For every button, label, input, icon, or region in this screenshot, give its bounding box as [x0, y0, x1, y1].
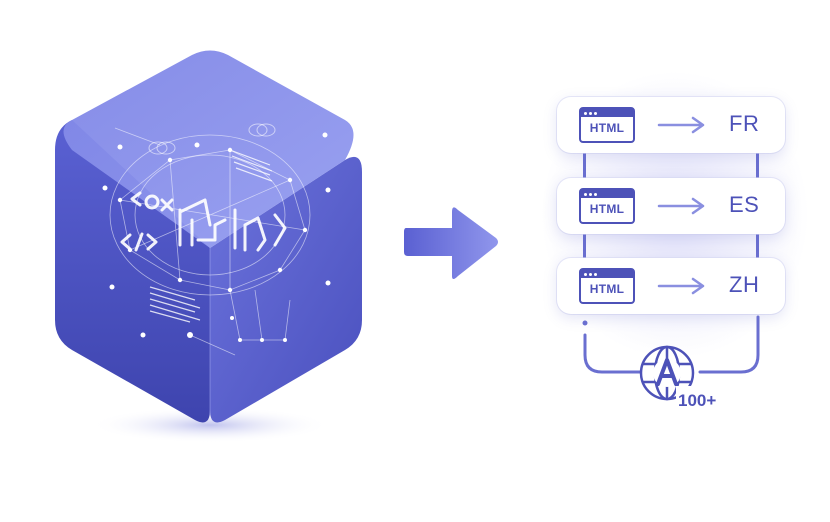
html-window-icon: HTML: [579, 268, 635, 304]
source-format-label: HTML: [589, 282, 625, 296]
globe-translate-icon: [639, 345, 698, 404]
arrow-right-icon: [657, 116, 705, 134]
arrow-right-icon: [657, 197, 705, 215]
target-language-label: ES: [729, 192, 760, 217]
connector-line-right: [756, 150, 759, 180]
arrow-right-icon: [657, 277, 705, 295]
html-window-icon: HTML: [579, 107, 635, 143]
flow-arrow-icon: [404, 207, 498, 279]
target-language-label: ZH: [729, 272, 760, 297]
translation-card-fr: HTML FR: [557, 97, 785, 153]
html-window-icon: HTML: [579, 188, 635, 224]
connector-bracket: [582, 315, 760, 374]
source-format-label: HTML: [589, 121, 625, 135]
source-format-label: HTML: [589, 202, 625, 216]
translation-card-es: HTML ES: [557, 178, 785, 234]
languages-count: 100+: [678, 391, 717, 410]
target-language-label: FR: [729, 111, 760, 136]
translation-card-zh: HTML ZH: [557, 258, 785, 314]
connector-line-right: [756, 232, 759, 260]
ai-brain-cube-icon: [55, 50, 362, 443]
connector-line-left: [583, 150, 586, 180]
connector-line-left: [583, 232, 586, 260]
